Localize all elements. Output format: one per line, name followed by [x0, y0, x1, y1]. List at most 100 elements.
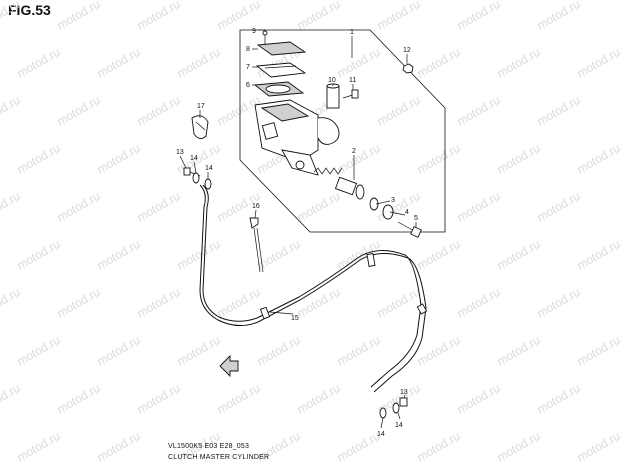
reservoir-cap-part	[256, 41, 307, 56]
watermark-text: motod.ru	[95, 45, 143, 81]
watermark-text: motod.ru	[495, 237, 543, 273]
callout-13-lower: 13	[400, 389, 408, 396]
watermark-text: motod.ru	[335, 333, 383, 369]
callout-6: 6	[246, 82, 250, 89]
watermark-text: motod.ru	[15, 141, 63, 177]
watermark-text: motod.ru	[95, 237, 143, 273]
dust-boot-part	[382, 204, 394, 220]
watermark-text: motod.ru	[55, 189, 103, 225]
watermark-text: motod.ru	[415, 45, 463, 81]
watermark-text: motod.ru	[415, 429, 463, 465]
callout-labels: 1 2 3 4 5 6 7 8 9 10 11 12 13 14 14 15 1…	[176, 28, 418, 438]
callout-1: 1	[350, 29, 354, 36]
callout-13-upper: 13	[176, 149, 184, 156]
callout-14-upper-b: 14	[205, 165, 213, 172]
front-direction-arrow-icon	[219, 354, 239, 378]
watermark-text: motod.ru	[295, 285, 343, 321]
callout-2: 2	[352, 148, 356, 155]
watermark-text: motod.ru	[175, 237, 223, 273]
callout-4: 4	[405, 209, 409, 216]
watermark-text: motod.ru	[55, 381, 103, 417]
watermark-text: motod.ru	[0, 93, 23, 129]
watermark-text: motod.ru	[255, 333, 303, 369]
callout-5: 5	[414, 215, 418, 222]
watermark-text: motod.ru	[575, 45, 623, 81]
watermark-text: motod.ru	[215, 381, 263, 417]
watermark-text: motod.ru	[335, 45, 383, 81]
watermark-text: motod.ru	[455, 285, 503, 321]
watermark-text: motod.ru	[175, 333, 223, 369]
watermark-text: motod.ru	[0, 285, 23, 321]
callout-9: 9	[252, 28, 256, 35]
watermark-text: motod.ru	[0, 189, 23, 225]
hose-joint-part	[326, 83, 340, 109]
hose-cover-part	[191, 115, 209, 139]
clutch-hose-part	[199, 184, 427, 393]
callout-12: 12	[403, 47, 411, 54]
assembly-boundary-box	[239, 29, 446, 233]
callout-14-lower-a: 14	[377, 431, 385, 438]
callout-16: 16	[252, 203, 260, 210]
watermark-text: motod.ru	[55, 0, 103, 33]
watermark-text: motod.ru	[295, 381, 343, 417]
watermark-text: motod.ru	[55, 93, 103, 129]
watermark-text: motod.ru	[0, 0, 23, 33]
watermark-text: motod.ru	[495, 429, 543, 465]
watermark-text: motod.ru	[255, 237, 303, 273]
watermark-text: motod.ru	[535, 381, 583, 417]
watermark-text: motod.ru	[15, 429, 63, 465]
union-bolt-upper	[183, 167, 212, 190]
callout-17: 17	[197, 103, 205, 110]
watermark-text: motod.ru	[575, 333, 623, 369]
piston-spring-part	[313, 167, 365, 200]
leader-lines	[179, 29, 417, 429]
watermark-text: motod.ru	[455, 93, 503, 129]
watermark-text: motod.ru	[95, 429, 143, 465]
union-bolt-lower	[379, 397, 408, 419]
watermark-text: motod.ru	[335, 141, 383, 177]
hose-clamp-part	[249, 217, 264, 273]
watermark-text: motod.ru	[495, 141, 543, 177]
callout-8: 8	[246, 46, 250, 53]
watermark-text: motod.ru	[15, 237, 63, 273]
watermark-text: motod.ru	[135, 93, 183, 129]
watermark-text: motod.ru	[135, 0, 183, 33]
figure-name: CLUTCH MASTER CYLINDER	[168, 454, 270, 461]
watermark-text: motod.ru	[95, 333, 143, 369]
figure-model-code: VL1500K5 E03 E28_053	[168, 443, 250, 450]
watermark-text: motod.ru	[455, 0, 503, 33]
watermark-text: motod.ru	[335, 429, 383, 465]
callout-10: 10	[328, 77, 336, 84]
watermark-text: motod.ru	[375, 285, 423, 321]
figure-title: FIG.53	[8, 2, 51, 18]
bolt-part	[342, 89, 359, 99]
watermark-text: motod.ru	[0, 381, 23, 417]
watermark-text: motod.ru	[495, 45, 543, 81]
watermark-text: motod.ru	[135, 285, 183, 321]
watermark-text: motod.ru	[535, 189, 583, 225]
watermark-text: motod.ru	[535, 0, 583, 33]
callout-14-upper-a: 14	[190, 155, 198, 162]
watermark-text: motod.ru	[575, 429, 623, 465]
watermark-text: motod.ru	[495, 333, 543, 369]
screw-part	[262, 30, 268, 44]
watermark-text: motod.ru	[575, 141, 623, 177]
watermark-text: motod.ru	[215, 285, 263, 321]
callout-14-lower-b: 14	[395, 422, 403, 429]
watermark-text: motod.ru	[15, 333, 63, 369]
watermark-text: motod.ru	[455, 381, 503, 417]
watermark-text: motod.ru	[535, 93, 583, 129]
watermark-text: motod.ru	[375, 0, 423, 33]
watermark-text: motod.ru	[575, 237, 623, 273]
callout-7: 7	[246, 64, 250, 71]
watermark-text: motod.ru	[215, 93, 263, 129]
watermark-text: motod.ru	[135, 381, 183, 417]
watermark-text: motod.ru	[415, 237, 463, 273]
callout-15: 15	[291, 315, 299, 322]
push-rod-part	[397, 221, 422, 238]
nut-part	[402, 63, 414, 74]
callout-3: 3	[391, 197, 395, 204]
watermark-text: motod.ru	[295, 0, 343, 33]
watermark-text: motod.ru	[95, 141, 143, 177]
